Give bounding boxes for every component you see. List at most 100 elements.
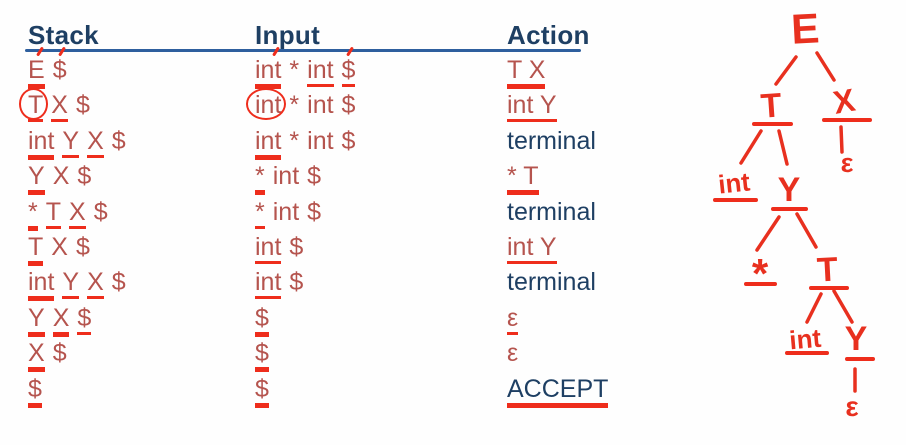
input-token: $: [255, 376, 269, 408]
stack-token: X: [87, 270, 104, 300]
column-header-action: Action: [507, 20, 590, 50]
input-token: $: [341, 126, 356, 155]
action-token: * T: [507, 164, 539, 196]
input-token: *: [255, 199, 265, 229]
action-token: terminal: [507, 126, 596, 155]
stack-token: int: [28, 128, 55, 160]
input-cell: *int$: [255, 197, 507, 229]
tree-node-X: X: [830, 81, 858, 120]
action-token: int Y: [507, 93, 557, 123]
tree-edge: [739, 129, 763, 165]
stack-token: T: [19, 88, 49, 123]
circle-annotation: [19, 88, 49, 121]
action-cell: ACCEPT: [507, 376, 727, 408]
input-token: *: [289, 126, 300, 155]
input-cell: int $: [255, 232, 507, 264]
input-token: int: [255, 270, 282, 300]
action-cell: terminal: [507, 126, 727, 155]
column-header-input: Input: [255, 20, 321, 50]
tree-edge: [755, 215, 781, 252]
stack-token: $: [75, 91, 90, 120]
input-token: $: [255, 305, 269, 337]
input-token: int: [272, 197, 300, 226]
input-token: $: [341, 91, 356, 120]
stack-token: $: [77, 305, 92, 335]
input-token: int: [272, 162, 300, 191]
tree-node-int-1: int: [717, 166, 752, 199]
tree-node-star: *: [752, 250, 769, 297]
stack-token: Y: [28, 305, 45, 337]
trace-row-9: X$$ε: [28, 337, 898, 373]
action-cell: terminal: [507, 270, 727, 296]
input-token: *: [289, 56, 300, 84]
stack-token: $: [111, 268, 126, 297]
tree-edge: [839, 125, 844, 154]
stack-token: *: [28, 199, 38, 231]
tree-edge: [795, 212, 818, 249]
tree-node-Y-2: Y: [845, 320, 868, 358]
input-token: int: [246, 88, 287, 121]
input-token: int: [255, 46, 282, 89]
tree-node-int-2: int: [788, 323, 823, 356]
tree-edge: [777, 129, 789, 166]
stack-token: T: [45, 199, 62, 229]
stack-token: X: [51, 232, 68, 261]
stack-token: $: [52, 339, 67, 368]
stack-token: $: [53, 46, 67, 84]
input-token: int: [307, 91, 334, 120]
column-header-stack: Stack: [28, 20, 99, 50]
input-token: $: [289, 268, 304, 297]
stack-token: $: [93, 197, 108, 226]
input-token: $: [255, 341, 269, 373]
stack-cell: E$: [28, 46, 255, 89]
action-cell: int Y: [507, 93, 727, 123]
tree-edge: [832, 289, 854, 324]
input-cell: $: [255, 341, 507, 373]
stack-token: Y: [28, 164, 45, 196]
input-cell: int*int$: [255, 46, 507, 89]
stack-token: X: [52, 305, 70, 337]
tree-node-epsilon-2: ε: [845, 391, 858, 422]
stack-token: $: [77, 162, 92, 191]
action-cell: terminal: [507, 197, 727, 226]
tree-edge: [774, 55, 798, 86]
input-token: int: [255, 128, 282, 160]
action-cell: * T: [507, 164, 727, 196]
input-token: $: [289, 232, 304, 261]
tree-node-E-root: E: [790, 4, 820, 52]
table-header-row: Stack Input Action: [28, 20, 707, 51]
input-cell: *int$: [255, 162, 507, 196]
input-token: $: [307, 197, 322, 226]
action-token: int Y: [507, 234, 557, 264]
action-cell: T X: [507, 58, 727, 89]
action-cell: ε: [507, 341, 727, 367]
action-token: terminal: [507, 268, 596, 297]
input-token: $: [341, 46, 356, 87]
stack-token: Y: [62, 270, 80, 300]
stack-cell: X$: [28, 339, 255, 373]
tree-node-T-2: T: [816, 250, 839, 289]
tree-edge: [815, 51, 836, 82]
header-rule: [25, 49, 581, 52]
stack-token: X: [69, 199, 86, 229]
tree-edge: [805, 292, 823, 324]
tree-node-Y-1: Y: [778, 171, 801, 209]
input-token: $: [307, 162, 322, 191]
stack-token: X: [28, 341, 45, 373]
action-token: terminal: [507, 197, 596, 226]
stack-cell: $: [28, 376, 255, 408]
input-cell: int*int$: [255, 126, 507, 160]
action-token: ε: [507, 339, 519, 368]
input-token: int: [255, 234, 282, 264]
